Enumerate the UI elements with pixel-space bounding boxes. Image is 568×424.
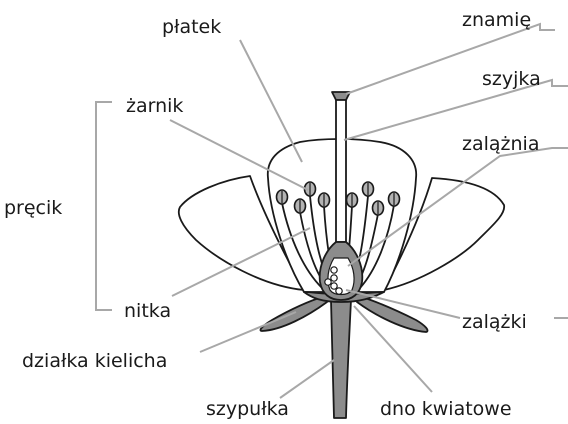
precik-bracket [96, 102, 112, 310]
stalk [331, 300, 351, 418]
ovule-3 [331, 283, 337, 289]
label-precik: pręcik [4, 197, 62, 219]
label-dzialka: działka kielicha [22, 350, 167, 372]
flower-drawing [179, 92, 504, 418]
label-zalaznia: zalążnia [462, 133, 539, 155]
leader-dzialka [200, 312, 296, 352]
label-platek: płatek [162, 16, 221, 38]
label-nitka: nitka [124, 300, 171, 322]
leader-platek [240, 40, 302, 162]
label-zarnik: żarnik [126, 95, 183, 117]
ovule-4 [336, 288, 342, 294]
label-szypulka: szypułka [206, 398, 289, 420]
ovule-5 [325, 279, 331, 285]
ovule-2 [331, 275, 337, 281]
label-zalazki: zalążki [462, 311, 527, 333]
label-znamie: znamię [462, 9, 531, 31]
label-dno: dno kwiatowe [380, 398, 512, 420]
ovule-1 [331, 267, 337, 273]
style [336, 100, 346, 242]
leader-szypulka [280, 360, 334, 398]
label-szyjka: szyjka [482, 68, 541, 90]
